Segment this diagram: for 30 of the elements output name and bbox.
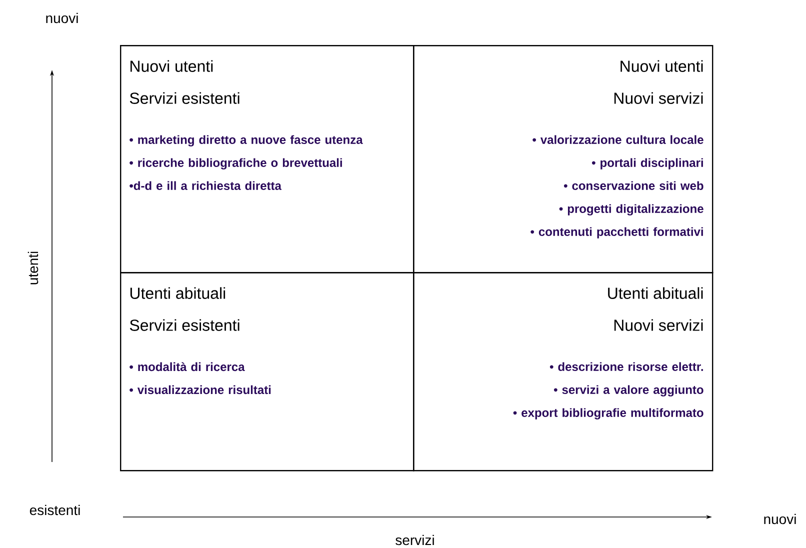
bullet-item: • export bibliografie multiformato xyxy=(513,408,704,420)
quadrant-heading: Nuovi utenti xyxy=(130,60,213,72)
axis-label: servizi xyxy=(396,534,434,546)
axis-label: esistenti xyxy=(30,504,80,516)
quadrant-heading: Utenti abituali xyxy=(130,287,226,299)
quadrant-heading: Servizi esistenti xyxy=(130,319,240,331)
quadrant-box xyxy=(120,272,414,472)
bullet-item: • modalità di ricerca xyxy=(130,362,245,372)
quadrant-heading: Nuovi servizi xyxy=(614,319,703,331)
quadrant-box xyxy=(413,45,714,274)
quadrant-box xyxy=(120,45,414,274)
bullet-item: • marketing diretto a nuove fasce utenza xyxy=(130,135,363,146)
axis-label: utenti xyxy=(28,252,38,284)
bullet-item: • valorizzazione cultura locale xyxy=(532,135,704,144)
bullet-item: • progetti digitalizzazione xyxy=(559,204,704,216)
quadrant-box xyxy=(413,272,714,472)
bullet-item: • portali disciplinari xyxy=(592,158,703,170)
quadrant-heading: Servizi esistenti xyxy=(130,92,240,104)
quadrant-heading: Nuovi servizi xyxy=(614,92,703,104)
quadrant-heading: Utenti abituali xyxy=(608,287,703,299)
bullet-item: • servizi a valore aggiunto xyxy=(554,385,704,396)
bullet-item: • ricerche bibliografiche o brevettuali xyxy=(130,158,342,170)
bullet-item: • contenuti pacchetti formativi xyxy=(530,227,703,238)
axis-label: nuovi xyxy=(46,12,78,24)
bullet-item: • conservazione siti web xyxy=(564,181,704,190)
bullet-item: • visualizzazione risultati xyxy=(130,385,271,394)
quadrant-heading: Nuovi utenti xyxy=(620,60,703,72)
bullet-item: • descrizione risorse elettr. xyxy=(550,362,703,371)
axis-label: nuovi xyxy=(764,514,796,524)
bullet-item: •d-d e ill a richiesta diretta xyxy=(130,181,282,190)
